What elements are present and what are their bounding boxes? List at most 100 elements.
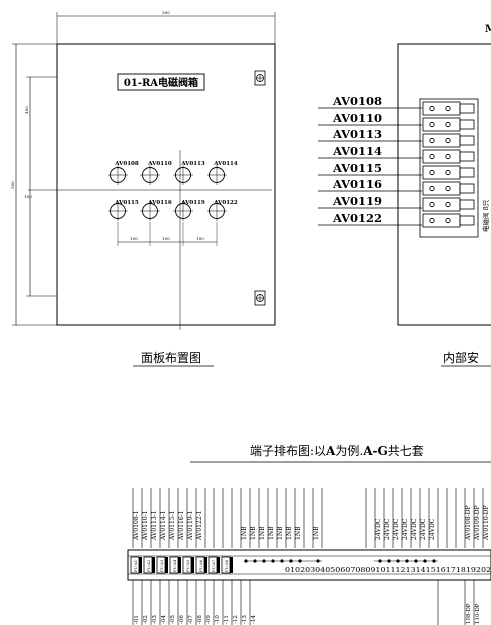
dp-label: AV0108-DP: [465, 505, 472, 541]
nb-label: 1NB: [286, 526, 293, 540]
panel-layout-view: 500 500 400 01-RA电磁阀箱 AV0108 AV0110: [10, 10, 276, 367]
valve-tag-label: AV0108: [114, 161, 139, 167]
fuse-id: FU-A4: [172, 559, 177, 572]
terminal-strip-section: 端子排布图:以A为例.A-G共七套: [127, 444, 491, 625]
bottom-wire-label: -11: [224, 615, 230, 624]
nb-label: 1NB: [268, 526, 275, 540]
caption-internal-layout: 内部安: [443, 350, 479, 365]
bottom-wire-label: -05: [170, 615, 176, 624]
dimension-left-inner: 400: [24, 106, 29, 114]
vdc-label: 24VDC: [375, 518, 382, 540]
valve-tag-label: AV0115: [114, 200, 139, 206]
solenoid-valve-icon: [422, 213, 475, 228]
valve-hole-icon: [172, 164, 194, 186]
solenoid-valve-icon: [422, 165, 475, 180]
dimension-spacing: 100: [130, 236, 138, 241]
valve-manifold: [419, 98, 479, 238]
bottom-wire-label: -06: [179, 615, 185, 624]
bottom-dp-label: 110-DP: [475, 603, 481, 624]
nb-label: 1NB: [277, 526, 284, 540]
fuse-id: FU-A2: [146, 559, 151, 572]
valve-hole-icon: [139, 164, 161, 186]
wire-label: AV0122-1: [196, 511, 203, 541]
bottom-wire-label: -07: [188, 615, 194, 624]
inner-valve-labels: AV0108 AV0110 AV0113 AV0114 AV0115 AV011…: [332, 94, 382, 225]
solenoid-valve-icon: [422, 117, 475, 132]
vdc-label: 24VDC: [402, 518, 409, 540]
dimension-left-outer: 500: [10, 181, 15, 189]
dimension-spacing: 100: [196, 236, 204, 241]
inner-valve-tag: AV0119: [332, 194, 382, 208]
cable-gland-bottom-icon: [254, 290, 266, 306]
solenoid-valve-icon: [422, 101, 475, 116]
vdc-label: 24VDC: [411, 518, 418, 540]
bottom-wire-label: -12: [233, 615, 239, 624]
wire-label: AV0119-1: [187, 511, 194, 541]
bottom-wire-label: -04: [161, 615, 167, 624]
valve-tag-label: AV0116: [147, 200, 172, 206]
inner-valve-tag: AV0113: [332, 127, 382, 141]
inner-valve-tag: AV0114: [332, 144, 382, 158]
terminal-strip: [127, 549, 491, 581]
terminal-numbers: 0102030405060708091011121314151617181920…: [285, 566, 491, 574]
dp-label: AV0110-DP: [483, 505, 490, 541]
nb-label: 1NB: [250, 526, 257, 540]
fuse-id: FU-A6: [198, 559, 203, 572]
inner-valve-tag: AV0115: [332, 161, 382, 175]
vdc-label: 24VDC: [393, 518, 400, 540]
edge-top-letter: M: [485, 24, 491, 35]
fuse-id: FU-A8: [224, 559, 229, 572]
wire-label: AV0115-1: [169, 511, 176, 541]
panel-title: 01-RA电磁阀箱: [124, 76, 198, 89]
panel-nameplate: [117, 73, 205, 91]
cable-gland-top-icon: [254, 70, 266, 86]
bottom-wire-label: -08: [197, 615, 203, 624]
inner-valve-tag: AV0116: [332, 177, 382, 191]
vdc-label: 24VDC: [384, 518, 391, 540]
fuse-id: FU-A3: [159, 559, 164, 572]
vdc-label: 24VDC: [429, 518, 436, 540]
wire-label: AV0114-1: [160, 511, 167, 541]
wire-label: AV0110-1: [142, 511, 149, 541]
valve-tag-label: AV0114: [213, 161, 238, 167]
dp-label: AV0109-DP: [474, 505, 481, 541]
bottom-wire-label: -14: [251, 615, 257, 624]
solenoid-valve-icon: [422, 181, 475, 196]
valve-tag-label: AV0110: [147, 161, 172, 167]
caption-panel-layout: 面板布置图: [141, 351, 201, 365]
valve-holes-row1: AV0108 AV0110 AV0113 AV0114: [107, 161, 238, 186]
valve-tag-label: AV0122: [213, 200, 238, 206]
bottom-wire-label: -01: [134, 615, 140, 624]
nb-label: 1NB: [259, 526, 266, 540]
dimension-spacing: 100: [24, 194, 32, 199]
solenoid-valve-icon: [422, 197, 475, 212]
valve-tag-label: AV0113: [180, 161, 205, 167]
solenoid-valve-icon: [422, 133, 475, 148]
inner-valve-tag: AV0108: [332, 94, 382, 108]
bottom-wire-label: -13: [242, 615, 248, 624]
manifold-caption: 电磁阀 8只: [481, 199, 490, 232]
bottom-wire-label: -03: [152, 615, 158, 624]
terminal-title: 端子排布图:以A为例.A-G共七套: [250, 444, 424, 458]
nb-label: 1NB: [241, 526, 248, 540]
solenoid-valve-icon: [422, 149, 475, 164]
wire-label: AV0113-1: [151, 511, 158, 541]
fuse-id: FU-A7: [211, 559, 216, 572]
nb-label: 1NB: [313, 526, 320, 540]
wire-label: AV0116-1: [178, 511, 185, 541]
bottom-wire-label: -09: [206, 615, 212, 624]
dimension-top: 500: [162, 10, 170, 15]
bottom-wire-label: -02: [143, 615, 149, 624]
valve-tag-label: AV0119: [180, 200, 205, 206]
inner-valve-tag: AV0122: [332, 211, 382, 225]
fuse-blocks: FU-A1 FU-A2 FU-A3 FU-A4 FU-A5 FU-A6 FU-A…: [130, 556, 233, 574]
jumper-bars: [244, 559, 438, 563]
bottom-dp-label: 108-DP: [466, 603, 472, 624]
fuse-id: FU-A5: [185, 559, 190, 572]
valve-hole-icon: [206, 164, 228, 186]
wire-label: AV0108-1: [133, 511, 140, 541]
nb-label: 1NB: [295, 526, 302, 540]
bottom-wire-label: -10: [215, 615, 221, 624]
inner-valve-tag: AV0110: [332, 111, 382, 125]
